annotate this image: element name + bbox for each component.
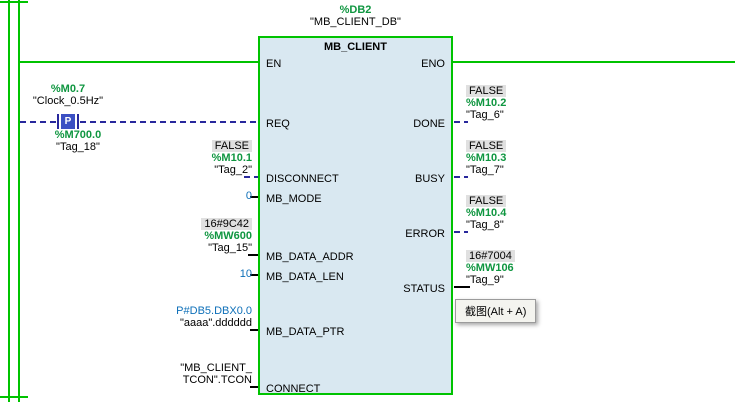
contact-bar-left bbox=[57, 114, 59, 129]
operand-address[interactable]: %M10.4 bbox=[466, 207, 507, 219]
pin-busy[interactable]: BUSY bbox=[415, 173, 445, 185]
wire-mb-data-addr bbox=[248, 254, 258, 256]
power-rail-outer bbox=[8, 0, 10, 402]
pin-mb-data-len[interactable]: MB_DATA_LEN bbox=[266, 271, 344, 283]
operand-edge-bit: %M700.0 "Tag_18" bbox=[35, 129, 121, 153]
operand-name-line2[interactable]: TCON".TCON bbox=[182, 374, 252, 386]
operand-name[interactable]: "Tag_18" bbox=[56, 141, 100, 153]
wire-eno bbox=[453, 61, 735, 63]
operand-address[interactable]: %M10.2 bbox=[466, 97, 507, 109]
pin-connect[interactable]: CONNECT bbox=[266, 383, 321, 395]
pin-error[interactable]: ERROR bbox=[405, 228, 445, 240]
pointer-value[interactable]: P#DB5.DBX0.0 bbox=[176, 305, 252, 317]
pin-status[interactable]: STATUS bbox=[403, 283, 445, 295]
monitor-value: FALSE bbox=[466, 85, 507, 97]
operand-name[interactable]: "Tag_9" bbox=[466, 274, 504, 286]
operand-name[interactable]: "Tag_15" bbox=[208, 242, 252, 254]
wire-mb-data-len bbox=[250, 274, 258, 276]
monitor-value: FALSE bbox=[211, 140, 252, 152]
pin-en[interactable]: EN bbox=[266, 58, 282, 70]
wire-error bbox=[454, 231, 468, 233]
pin-eno[interactable]: ENO bbox=[421, 58, 445, 70]
pin-done[interactable]: DONE bbox=[413, 118, 445, 130]
monitor-value: FALSE bbox=[466, 140, 507, 152]
operand-name[interactable]: "Clock_0.5Hz" bbox=[32, 95, 104, 107]
wire-status bbox=[454, 286, 470, 288]
pin-req[interactable]: REQ bbox=[266, 118, 290, 130]
operand-address[interactable]: %M700.0 bbox=[54, 129, 102, 141]
pin-disconnect[interactable]: DISCONNECT bbox=[266, 173, 339, 185]
operand-status: 16#7004 %MW106 "Tag_9" bbox=[466, 250, 546, 286]
operand-busy: FALSE %M10.3 "Tag_7" bbox=[466, 140, 546, 176]
wire-en bbox=[18, 61, 258, 63]
network-separator-bottom bbox=[0, 396, 28, 398]
operand-mb-data-addr: 16#9C42 %MW600 "Tag_15" bbox=[142, 218, 252, 254]
operand-done: FALSE %M10.2 "Tag_6" bbox=[466, 85, 546, 121]
operand-name[interactable]: "Tag_2" bbox=[214, 164, 252, 176]
wire-mb-mode bbox=[250, 196, 258, 198]
wire-connect bbox=[250, 386, 258, 388]
wire-busy bbox=[454, 176, 468, 178]
block-title[interactable]: MB_CLIENT bbox=[324, 41, 387, 53]
monitor-value: FALSE bbox=[466, 195, 507, 207]
constant-value[interactable]: 0 bbox=[245, 190, 252, 202]
pin-mb-mode[interactable]: MB_MODE bbox=[266, 193, 322, 205]
operand-mb-data-ptr: P#DB5.DBX0.0 "aaaa".dddddd bbox=[142, 305, 252, 329]
constant-value[interactable]: 10 bbox=[239, 268, 252, 280]
pin-mb-data-addr[interactable]: MB_DATA_ADDR bbox=[266, 251, 354, 263]
wire-disconnect bbox=[244, 176, 258, 178]
wire-done bbox=[454, 121, 468, 123]
wire-req-right bbox=[80, 121, 258, 123]
power-rail-inner bbox=[18, 0, 20, 402]
operand-mb-mode: 0 bbox=[142, 190, 252, 202]
operand-name[interactable]: "Tag_8" bbox=[466, 219, 504, 231]
mb-client-block[interactable]: MB_CLIENT EN REQ DISCONNECT MB_MODE MB_D… bbox=[258, 36, 453, 395]
operand-connect: "MB_CLIENT_ TCON".TCON bbox=[142, 362, 252, 386]
operand-disconnect: FALSE %M10.1 "Tag_2" bbox=[142, 140, 252, 176]
db-address[interactable]: %DB2 bbox=[339, 4, 372, 16]
positive-edge-contact[interactable]: P bbox=[61, 114, 75, 129]
wire-req-left bbox=[20, 121, 57, 123]
operand-name[interactable]: "Tag_6" bbox=[466, 109, 504, 121]
operand-address[interactable]: %M0.7 bbox=[50, 83, 86, 95]
monitor-value: 16#7004 bbox=[466, 250, 515, 262]
db-header: %DB2 "MB_CLIENT_DB" bbox=[258, 4, 453, 28]
monitor-value: 16#9C42 bbox=[201, 218, 252, 230]
operand-address[interactable]: %MW600 bbox=[204, 230, 252, 242]
operand-name-line1[interactable]: "MB_CLIENT_ bbox=[180, 362, 252, 374]
operand-error: FALSE %M10.4 "Tag_8" bbox=[466, 195, 546, 231]
operand-req: %M0.7 "Clock_0.5Hz" bbox=[22, 83, 114, 107]
db-name[interactable]: "MB_CLIENT_DB" bbox=[310, 16, 401, 28]
pin-mb-data-ptr[interactable]: MB_DATA_PTR bbox=[266, 326, 345, 338]
tooltip: 截图(Alt + A) bbox=[455, 299, 537, 323]
operand-name[interactable]: "Tag_7" bbox=[466, 164, 504, 176]
wire-mb-data-ptr bbox=[250, 329, 258, 331]
operand-address[interactable]: %MW106 bbox=[466, 262, 514, 274]
contact-bar-right bbox=[77, 114, 79, 129]
network-separator-top bbox=[0, 1, 28, 3]
operand-address[interactable]: %M10.1 bbox=[211, 152, 252, 164]
operand-mb-data-len: 10 bbox=[142, 268, 252, 280]
operand-address[interactable]: %M10.3 bbox=[466, 152, 507, 164]
operand-name[interactable]: "aaaa".dddddd bbox=[179, 317, 252, 329]
